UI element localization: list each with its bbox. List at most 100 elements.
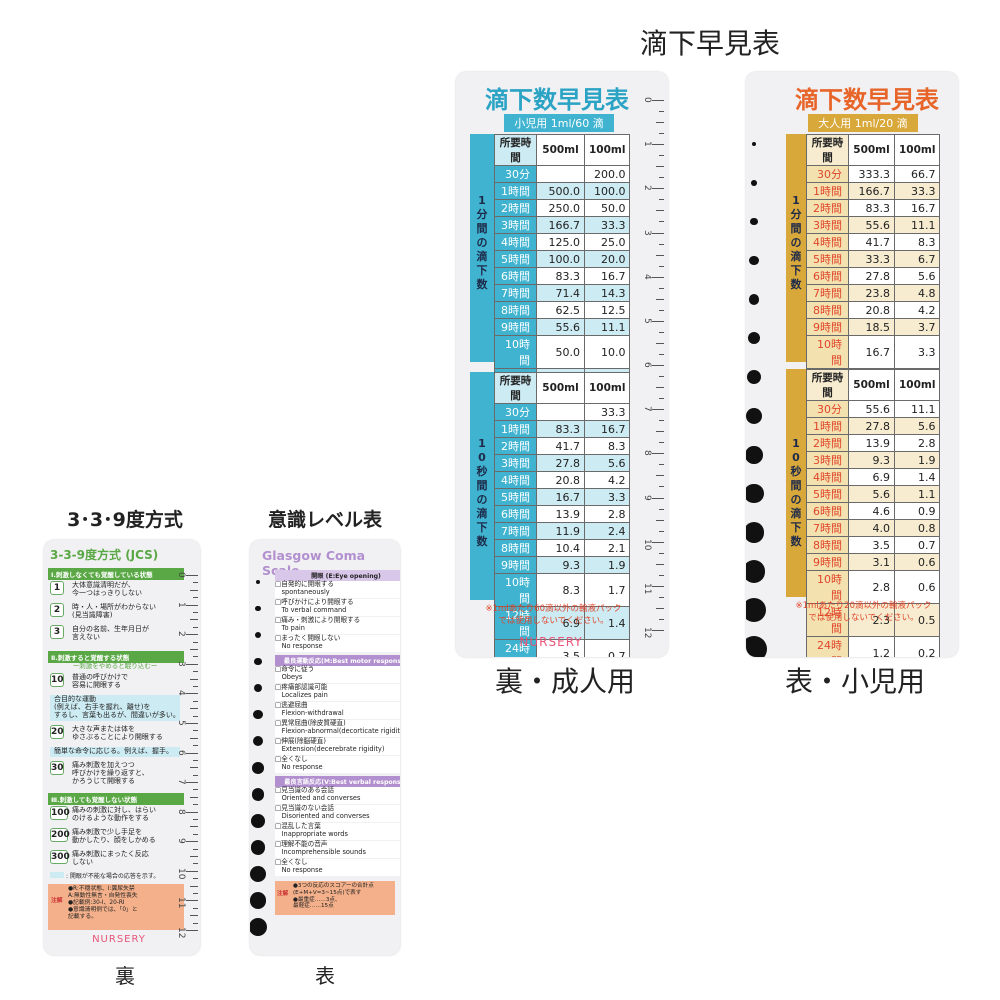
ruler-tick xyxy=(193,597,198,599)
drop-hole xyxy=(256,580,260,584)
legend-swatch xyxy=(50,872,64,878)
ruler-tick xyxy=(659,464,664,466)
ruler-tick xyxy=(193,685,198,687)
table-cell: 41.7 xyxy=(848,233,895,251)
table-cell: 9時間 xyxy=(806,318,849,336)
table-cell: 9.3 xyxy=(848,451,895,469)
table-cell: 5時間 xyxy=(494,250,537,268)
drip-note: ※1mlあたり20滴以外の輸液パック では使用しないでください。 xyxy=(795,601,932,623)
table-cell: 27.8 xyxy=(848,417,895,435)
drop-hole xyxy=(746,522,765,543)
ruler-tick xyxy=(193,745,198,747)
table-cell: 55.6 xyxy=(536,318,585,336)
ruler-tick xyxy=(190,648,198,650)
table-cell: 6時間 xyxy=(494,267,537,285)
table-row: 24時間3.50.7 xyxy=(494,639,631,657)
gcs-text: □見当識のある会話 Oriented and converses xyxy=(275,786,361,802)
table-cell: 20.8 xyxy=(848,301,895,319)
gcs-text: □全くなし No response xyxy=(275,755,323,771)
gcs-section: 開眼 (E:Eye opening)スコア xyxy=(275,570,400,583)
ruler-tick xyxy=(659,376,664,378)
jcs-score: 20 xyxy=(50,725,64,739)
table-cell: 2時間 xyxy=(494,437,537,455)
table-cell: 5.6 xyxy=(893,267,941,285)
ruler-tick xyxy=(652,320,664,322)
table-cell: 3.3 xyxy=(583,488,631,506)
table-cell: 10時間 xyxy=(806,335,849,369)
ruler-number: 11 xyxy=(642,582,652,595)
jcs-score: 10 xyxy=(50,673,64,687)
ruler-tick xyxy=(652,409,664,411)
drop-hole xyxy=(254,658,262,666)
label-char: 数 xyxy=(476,278,488,291)
table-cell: 10.0 xyxy=(583,335,631,369)
ruler-number: 12 xyxy=(176,927,186,939)
gcs-row: □逃避屈曲 Flexion-withdrawal4 xyxy=(275,701,400,719)
label-char: 間 xyxy=(790,479,802,492)
table-cell: 13.9 xyxy=(536,505,585,523)
jcs-text: 痛みの刺激に対し、はらい のけるような動作をする xyxy=(72,806,156,822)
table-header-cell: 100ml xyxy=(893,369,941,401)
ruler-tick xyxy=(193,641,198,643)
ruler-tick xyxy=(659,398,664,400)
ruler-tick xyxy=(656,387,664,389)
ruler-number: 12 xyxy=(642,627,652,639)
table-cell: 25.0 xyxy=(583,233,631,251)
table-cell: 0.2 xyxy=(893,636,941,657)
ruler-tick xyxy=(659,552,664,554)
label-char: 数 xyxy=(790,535,802,548)
label-char: 分 xyxy=(476,208,488,221)
table-cell: 6.7 xyxy=(893,250,941,268)
gcs-row: □見当識のない会話 Disoriented and converses4 xyxy=(275,804,400,822)
jcs-row: 簡単な命令に応じる。例えば、握手。 xyxy=(50,747,180,757)
jcs-section: Ⅰ.刺激しなくても覚醒している状態 xyxy=(48,568,184,580)
ruler-number: 11 xyxy=(176,897,186,909)
gcs-text: □伸展(除脳硬直) Extension(decerebrate rigidity… xyxy=(275,737,385,753)
ruler-tick xyxy=(659,442,664,444)
label-char: 1 xyxy=(478,437,486,450)
table-cell: 2.8 xyxy=(893,434,941,452)
label-char: の xyxy=(790,236,802,249)
jcs-text: 痛み刺激で少し手足を 動かしたり、顔をしかめる xyxy=(72,828,156,844)
gcs-text: □疼痛部認識可能 Localizes pain xyxy=(275,683,328,699)
drip-title: 滴下数早見表 xyxy=(795,86,939,114)
label-char: 下 xyxy=(476,264,488,277)
ruler-tick xyxy=(193,656,198,658)
table-cell: 1.4 xyxy=(893,468,941,486)
table-cell: 7時間 xyxy=(806,519,849,537)
table-cell: 10時間 xyxy=(494,335,537,369)
ruler-tick xyxy=(190,767,198,769)
ruler-tick xyxy=(659,486,664,488)
gcs-row: □全くなし No response1 xyxy=(275,755,400,773)
drop-hole xyxy=(250,866,266,882)
table-cell: 2.4 xyxy=(583,522,631,540)
drop-hole xyxy=(250,840,266,855)
ruler-tick xyxy=(656,342,664,344)
ruler-tick xyxy=(186,575,198,576)
ruler-tick xyxy=(186,663,198,665)
ruler-tick xyxy=(656,563,664,565)
table-cell: 7時間 xyxy=(494,284,537,302)
ruler-number: 7 xyxy=(176,779,186,785)
table-cell: 50.0 xyxy=(536,335,585,369)
ruler-tick xyxy=(656,298,664,300)
jcs-text: 合目的な運動 (例えば、右手を握れ、離せ)を するし、言葉も出るが、間違いが多い… xyxy=(54,695,180,719)
drop-hole xyxy=(252,736,264,747)
table-cell: 2時間 xyxy=(494,199,537,217)
drop-hole xyxy=(748,294,760,305)
drop-hole xyxy=(752,142,756,146)
ruler-tick xyxy=(193,789,198,791)
drop-hole xyxy=(251,814,265,828)
table-cell: 18.5 xyxy=(848,318,895,336)
